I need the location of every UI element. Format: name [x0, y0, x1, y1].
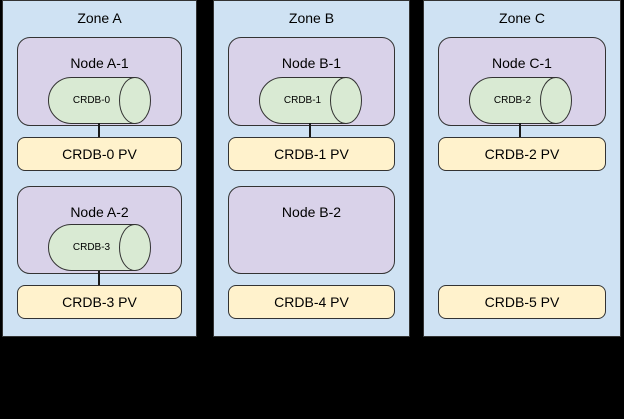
connector-line — [98, 271, 100, 286]
node-label: Node A-2 — [70, 204, 129, 220]
zone-b: Zone B Node B-1 CRDB-1 CRDB-1 PV Node B-… — [213, 0, 410, 337]
node-label: Node B-1 — [281, 55, 342, 71]
pv-box: CRDB-3 PV — [17, 285, 182, 319]
cylinder-icon — [48, 224, 151, 271]
node-box: Node A-2 CRDB-3 — [17, 186, 182, 274]
pv-box: CRDB-0 PV — [17, 137, 182, 171]
cylinder-icon — [469, 77, 572, 124]
crdb-pod-cylinder: CRDB-0 — [48, 77, 151, 124]
connector-line — [98, 123, 100, 138]
connector-line — [309, 123, 311, 138]
pod-label: CRDB-2 — [493, 95, 532, 106]
pv-label: CRDB-0 PV — [62, 146, 137, 162]
pv-label: CRDB-1 PV — [274, 146, 349, 162]
zone-label: Zone C — [499, 10, 545, 26]
cylinder-icon — [259, 77, 362, 124]
pv-box: CRDB-1 PV — [228, 137, 395, 171]
node-box: Node B-2 — [228, 186, 395, 274]
pod-label: CRDB-1 — [283, 95, 322, 106]
cylinder-icon — [48, 77, 151, 124]
pv-box: CRDB-4 PV — [228, 285, 395, 319]
connector-line — [519, 123, 521, 138]
node-box: Node B-1 CRDB-1 — [228, 37, 395, 126]
zone-label: Zone B — [288, 10, 335, 26]
pv-label: CRDB-4 PV — [274, 294, 349, 310]
pv-label: CRDB-2 PV — [484, 146, 560, 162]
crdb-pod-cylinder: CRDB-1 — [259, 77, 362, 124]
zone-c: Zone C Node C-1 CRDB-2 CRDB-2 PV CRDB-5 … — [423, 0, 621, 337]
pv-box: CRDB-5 PV — [438, 285, 606, 319]
pv-label: CRDB-5 PV — [484, 294, 560, 310]
zone-label: Zone A — [77, 10, 122, 26]
crdb-pod-cylinder: CRDB-2 — [469, 77, 572, 124]
pod-label: CRDB-3 — [72, 242, 111, 253]
crdb-pod-cylinder: CRDB-3 — [48, 224, 151, 271]
node-label: Node A-1 — [70, 55, 129, 71]
pod-label: CRDB-0 — [72, 95, 111, 106]
zone-a: Zone A Node A-1 CRDB-0 CRDB-0 PV Node A-… — [2, 0, 197, 337]
node-label: Node C-1 — [492, 55, 552, 71]
node-box: Node C-1 CRDB-2 — [438, 37, 606, 126]
pv-label: CRDB-3 PV — [62, 294, 137, 310]
node-label: Node B-2 — [281, 204, 342, 220]
pv-box: CRDB-2 PV — [438, 137, 606, 171]
node-box: Node A-1 CRDB-0 — [17, 37, 182, 126]
